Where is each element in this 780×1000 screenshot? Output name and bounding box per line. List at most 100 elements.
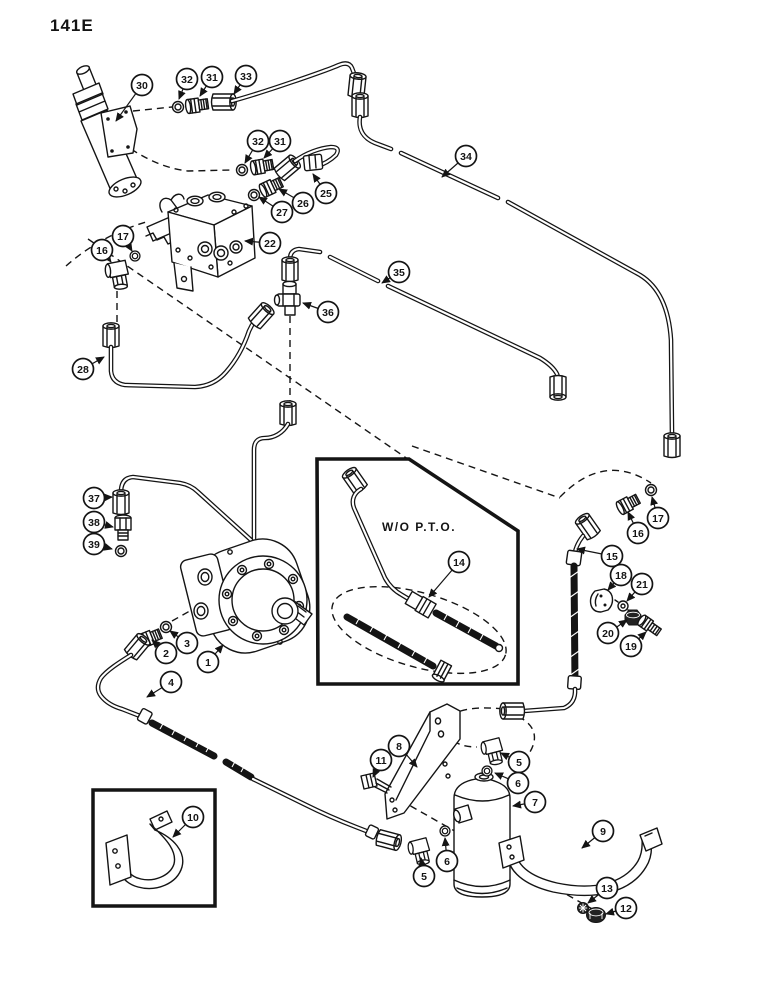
callout-3-27: 3 <box>169 630 199 655</box>
svg-text:8: 8 <box>396 741 402 753</box>
o-ring-17-right <box>644 483 658 497</box>
o-ring-3 <box>159 620 173 634</box>
callout-33-3: 33 <box>233 64 258 95</box>
callout-32-5: 32 <box>244 129 270 164</box>
o-ring-39 <box>114 544 128 558</box>
svg-text:25: 25 <box>320 188 332 200</box>
svg-text:2: 2 <box>163 648 169 660</box>
svg-text:17: 17 <box>117 231 129 243</box>
svg-text:18: 18 <box>615 570 627 582</box>
svg-text:4: 4 <box>168 677 174 689</box>
svg-text:5: 5 <box>516 757 522 769</box>
clamp-part-10 <box>105 810 184 890</box>
strap-part-9 <box>498 827 663 897</box>
svg-text:37: 37 <box>88 493 100 505</box>
callout-37-16: 37 <box>82 486 113 510</box>
tee-36-chain <box>251 246 323 544</box>
elbow-5-top <box>479 736 506 767</box>
o-ring-32b <box>235 163 249 177</box>
callout-12-41: 12 <box>605 896 638 920</box>
svg-text:14: 14 <box>453 557 465 569</box>
bracket-part-8 <box>360 703 461 820</box>
reservoir-canister-7 <box>406 736 511 898</box>
callout-28-15: 28 <box>71 356 105 381</box>
svg-text:32: 32 <box>252 136 264 148</box>
svg-text:39: 39 <box>88 539 100 551</box>
svg-text:30: 30 <box>136 80 148 92</box>
svg-text:16: 16 <box>96 245 108 257</box>
callout-36-13: 36 <box>302 300 340 324</box>
callout-32-1: 32 <box>175 67 199 100</box>
callout-39-18: 39 <box>82 532 113 556</box>
svg-text:33: 33 <box>240 71 252 83</box>
svg-text:28: 28 <box>77 364 89 376</box>
callout-15-22: 15 <box>576 544 624 568</box>
hose-coupling-14 <box>404 590 437 619</box>
callout-4-30: 4 <box>146 670 183 698</box>
tee-fitting-36 <box>273 280 301 316</box>
callout-6-38: 6 <box>435 837 459 873</box>
tube-33 <box>210 61 368 111</box>
callout-31-2: 31 <box>199 65 224 97</box>
callout-14-19: 14 <box>428 550 471 598</box>
callout-18-23: 18 <box>607 563 633 591</box>
svg-text:31: 31 <box>206 72 218 84</box>
svg-text:5: 5 <box>421 871 427 883</box>
nut-12 <box>586 907 606 923</box>
washer-13 <box>577 902 589 914</box>
o-ring-17-left <box>129 250 141 262</box>
callout-8-32: 8 <box>387 734 418 768</box>
callout-5-33: 5 <box>500 750 531 774</box>
callout-21-24: 21 <box>626 572 654 602</box>
assembly-dashed-lines <box>65 106 652 911</box>
connector-31a <box>184 96 210 115</box>
callout-25-7: 25 <box>312 173 338 205</box>
callout-26-8: 26 <box>278 188 315 215</box>
svg-text:3: 3 <box>184 638 190 650</box>
fitting-38 <box>114 514 132 541</box>
svg-text:13: 13 <box>601 883 613 895</box>
svg-text:32: 32 <box>181 74 193 86</box>
callout-7-35: 7 <box>512 790 547 814</box>
right-hose-cluster <box>499 483 663 720</box>
svg-text:21: 21 <box>636 579 648 591</box>
callout-1-29: 1 <box>196 644 224 674</box>
svg-text:27: 27 <box>276 207 288 219</box>
callout-38-17: 38 <box>82 510 114 534</box>
svg-text:9: 9 <box>600 826 606 838</box>
callout-35-14: 35 <box>381 260 411 284</box>
svg-text:10: 10 <box>187 812 199 824</box>
svg-text:7: 7 <box>532 797 538 809</box>
svg-text:38: 38 <box>88 517 100 529</box>
callout-2-28: 2 <box>151 639 178 665</box>
callout-19-26: 19 <box>619 631 647 658</box>
page-number-label: 141E <box>50 16 94 35</box>
tube-35 <box>327 254 567 401</box>
svg-text:26: 26 <box>297 198 309 210</box>
tube-37-chain <box>112 474 254 558</box>
connector-31b <box>248 156 275 176</box>
fitting-26 <box>257 175 285 199</box>
svg-text:11: 11 <box>375 755 386 767</box>
callout-22-10: 22 <box>244 231 282 255</box>
o-ring-6-bottom <box>439 825 451 837</box>
svg-text:6: 6 <box>444 856 450 868</box>
svg-text:16: 16 <box>632 528 644 540</box>
svg-text:34: 34 <box>460 151 472 163</box>
o-ring-6-top <box>481 765 493 777</box>
svg-text:19: 19 <box>625 641 637 653</box>
svg-text:6: 6 <box>515 778 521 790</box>
callout-17-11: 17 <box>111 224 135 252</box>
svg-text:17: 17 <box>652 513 664 525</box>
svg-text:22: 22 <box>264 238 276 250</box>
callout-5-37: 5 <box>412 857 436 888</box>
callout-34-4: 34 <box>441 144 478 178</box>
o-ring-32a <box>171 100 185 114</box>
wo-pto-inset-box: W/O P.T.O. <box>315 457 520 686</box>
fitting-row-top <box>171 96 210 115</box>
svg-text:31: 31 <box>274 136 286 148</box>
callout-11-31: 11 <box>369 748 393 778</box>
